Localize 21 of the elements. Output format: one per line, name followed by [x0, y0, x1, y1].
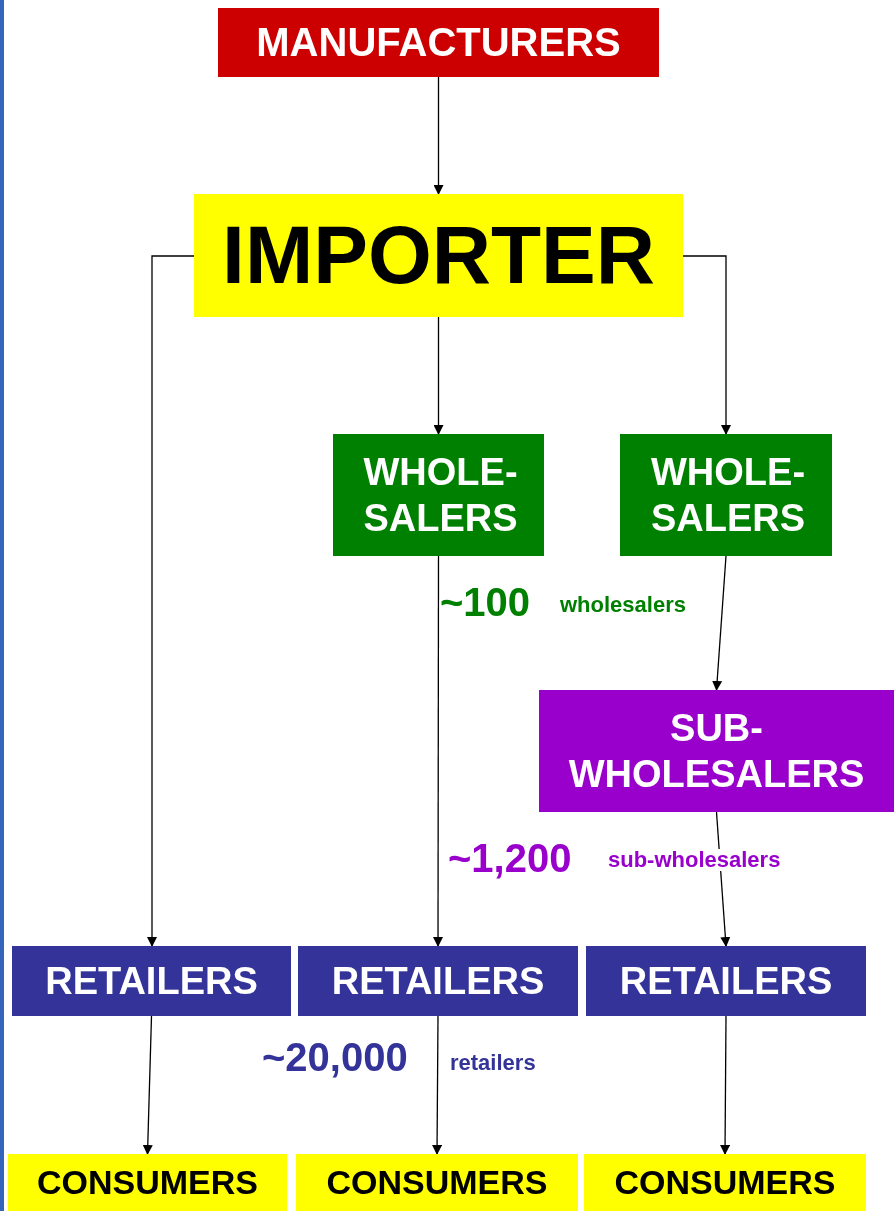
arrow [433, 555, 443, 947]
arrow [433, 316, 444, 435]
wholesalers-box: WHOLE- SALERS [620, 434, 832, 556]
retailers-box: RETAILERS [12, 946, 291, 1016]
consumers-box: CONSUMERS [584, 1154, 866, 1211]
count-label: sub-wholesalers [608, 849, 781, 871]
arrow [142, 1015, 153, 1155]
arrow [712, 555, 727, 691]
retailers-box: RETAILERS [298, 946, 578, 1016]
arrow [432, 1015, 443, 1155]
manufacturers-box: MANUFACTURERS [218, 8, 659, 77]
retailers-box: RETAILERS [586, 946, 866, 1016]
arrow [720, 1015, 731, 1155]
arrow [682, 255, 731, 435]
sub-wholesalers-box: SUB- WHOLESALERS [539, 690, 894, 812]
importer-box: IMPORTER [194, 194, 683, 317]
consumers-box: CONSUMERS [8, 1154, 287, 1211]
consumers-box: CONSUMERS [296, 1154, 578, 1211]
arrow [147, 255, 195, 947]
wholesalers-box: WHOLE- SALERS [333, 434, 544, 556]
arrow [433, 76, 444, 195]
